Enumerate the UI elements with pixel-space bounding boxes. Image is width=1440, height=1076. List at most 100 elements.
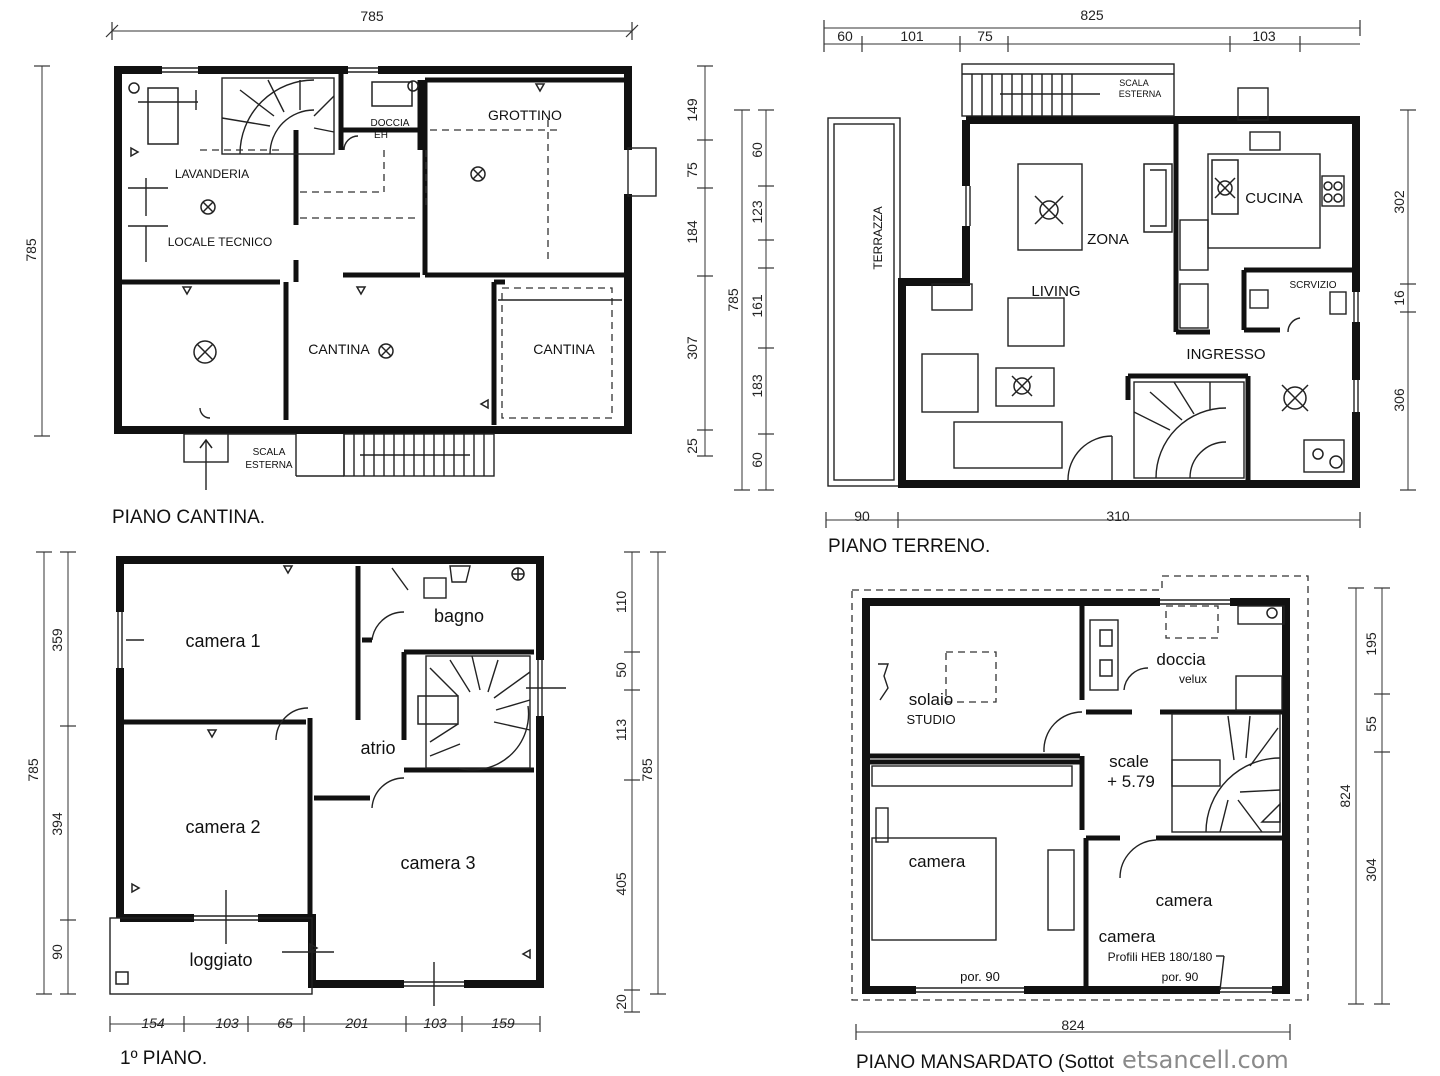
- cantina-exterior-stair: [343, 433, 495, 477]
- dim-left-primo-total: 785: [25, 758, 41, 782]
- wall-lamp-icon: [181, 286, 193, 296]
- dim-right-cantina-4: 307: [684, 336, 700, 360]
- dim-right-primo-total: 785: [639, 758, 655, 782]
- lamp-icon: [200, 199, 216, 215]
- dim-right-cantina-2: 75: [684, 162, 700, 178]
- annotation-por90-b: por. 90: [1162, 970, 1199, 984]
- annotation-profili: Profili HEB 180/180: [1108, 950, 1213, 964]
- dim-right-mansardato-2: 55: [1363, 716, 1379, 732]
- bed: [871, 837, 997, 941]
- wall-lamp-icon: [355, 286, 367, 296]
- wall-lamp-icon: [206, 729, 218, 739]
- room-label-living: LIVING: [1031, 283, 1080, 300]
- fireplace: [1143, 163, 1173, 233]
- socket-icon: [1266, 607, 1278, 619]
- kitchen-fixtures: [1179, 131, 1347, 329]
- plan-piano-mansardato: 824 195 55 304 824: [851, 575, 1390, 1074]
- dim-top-terreno-2: 101: [900, 28, 924, 44]
- room-label-ingresso: INGRESSO: [1186, 346, 1265, 363]
- dim-right-mansardato-3: 304: [1363, 858, 1379, 882]
- wall-lamp-icon: [479, 398, 489, 410]
- room-label-velux: velux: [1179, 672, 1207, 686]
- lamp-icon: [1281, 384, 1309, 412]
- dim-right-terreno-1: 302: [1391, 190, 1407, 214]
- dim-bottom-primo-3: 65: [277, 1015, 293, 1031]
- dim-bottom-primo-6: 159: [491, 1015, 515, 1031]
- dim-left-terreno-2: 123: [749, 200, 765, 224]
- dim-left-primo-3: 90: [49, 944, 65, 960]
- room-label-doccia: doccia: [1156, 650, 1206, 669]
- dim-bottom-primo-2: 103: [215, 1015, 239, 1031]
- wall-lamp-icon: [309, 942, 319, 954]
- room-label-loggiato: loggiato: [189, 950, 252, 970]
- dim-top-terreno-1: 60: [837, 28, 853, 44]
- primo-stair: [417, 655, 531, 771]
- dim-left-terreno-1: 60: [749, 142, 765, 158]
- room-label-grottino: GROTTINO: [488, 107, 562, 123]
- room-label-lavanderia: LAVANDERIA: [175, 167, 249, 181]
- dim-bottom-mansardato: 824: [1061, 1017, 1085, 1033]
- room-label-cucina: CUCINA: [1245, 190, 1303, 207]
- dim-left-terreno-4: 183: [749, 374, 765, 398]
- wall-lamp-icon: [534, 83, 546, 93]
- mansardato-outer-wall: [862, 598, 1290, 994]
- room-label-zona: ZONA: [1087, 231, 1129, 248]
- scala-esterna-label-1: SCALA: [253, 447, 286, 458]
- plan-piano-cantina: 785 785 149 75 184 307 25: [23, 8, 713, 528]
- room-label-camera-right: camera: [1156, 891, 1213, 910]
- plan-piano-terreno: 825 60 101 75 103 785 60 123 161 183 60: [725, 7, 1416, 557]
- dim-right-terreno-3: 306: [1391, 388, 1407, 412]
- room-label-camera-2: camera 2: [185, 817, 260, 837]
- terrazza-outline: [827, 117, 901, 487]
- room-label-cantina-center: CANTINA: [308, 341, 370, 357]
- lamp-icon: [1034, 195, 1064, 225]
- wall-lamp-icon: [521, 948, 531, 960]
- lamp-icon: [1214, 177, 1236, 199]
- lamp-icon: [1011, 375, 1033, 397]
- dim-right-primo-4: 405: [613, 872, 629, 896]
- wall-lamp-icon: [282, 565, 294, 575]
- room-label-solaio: solaio: [909, 690, 953, 709]
- plan-title-mansardato: PIANO MANSARDATO (Sottot: [856, 1052, 1115, 1073]
- dim-bottom-primo-5: 103: [423, 1015, 447, 1031]
- dim-left-cantina: 785: [23, 238, 39, 262]
- room-label-terrazza: TERRAZZA: [871, 206, 885, 269]
- dim-bottom-terreno-2: 310: [1106, 508, 1130, 524]
- cantina-spiral-stair: [221, 77, 335, 155]
- scala-esterna-terreno-2: ESTERNA: [1119, 89, 1162, 99]
- wall-lamp-icon: [131, 882, 141, 894]
- dim-left-primo-1: 359: [49, 628, 65, 652]
- watermark-text: etsancell.com: [1122, 1046, 1289, 1074]
- wall-lamp-icon: [130, 146, 140, 158]
- lamp-icon: [193, 340, 217, 364]
- dim-bottom-primo-4: 201: [344, 1015, 368, 1031]
- plan-primo-piano: 785 359 394 90 110 50 113 405 20 785: [25, 551, 666, 1069]
- room-label-locale-tecnico: LOCALE TECNICO: [168, 235, 272, 249]
- plan-title-cantina: PIANO CANTINA.: [112, 507, 265, 528]
- room-label-doccia: DOCCIA: [371, 118, 410, 129]
- entry-arrow-icon: [199, 438, 213, 449]
- dim-bottom-terreno-1: 90: [854, 508, 870, 524]
- dim-right-terreno-2: 16: [1391, 290, 1407, 306]
- socket-icon: [407, 80, 419, 92]
- dim-top-terreno-3: 75: [977, 28, 993, 44]
- dim-right-cantina-1: 149: [684, 98, 700, 122]
- doccia-tray: [371, 81, 413, 107]
- room-label-studio: STUDIO: [906, 712, 955, 727]
- dim-left-terreno-5: 60: [749, 452, 765, 468]
- dim-right-primo-5: 20: [613, 994, 629, 1010]
- socket-icon: [128, 82, 140, 94]
- dim-left-terreno-3: 161: [749, 294, 765, 318]
- dim-right-mansardato-total: 824: [1337, 784, 1353, 808]
- scala-esterna-label-2: ESTERNA: [245, 460, 293, 471]
- room-label-cantina-right: CANTINA: [533, 341, 595, 357]
- dim-right-primo-1: 110: [613, 591, 629, 614]
- dim-bottom-primo-1: 154: [141, 1015, 165, 1031]
- plan-title-terreno: PIANO TERRENO.: [828, 536, 990, 557]
- room-label-eh: EH: [374, 130, 388, 141]
- room-label-bagno: bagno: [434, 606, 484, 626]
- dim-right-cantina-5: 25: [684, 438, 700, 454]
- lamp-icon: [470, 166, 486, 182]
- room-label-camera-small: camera: [1099, 927, 1156, 946]
